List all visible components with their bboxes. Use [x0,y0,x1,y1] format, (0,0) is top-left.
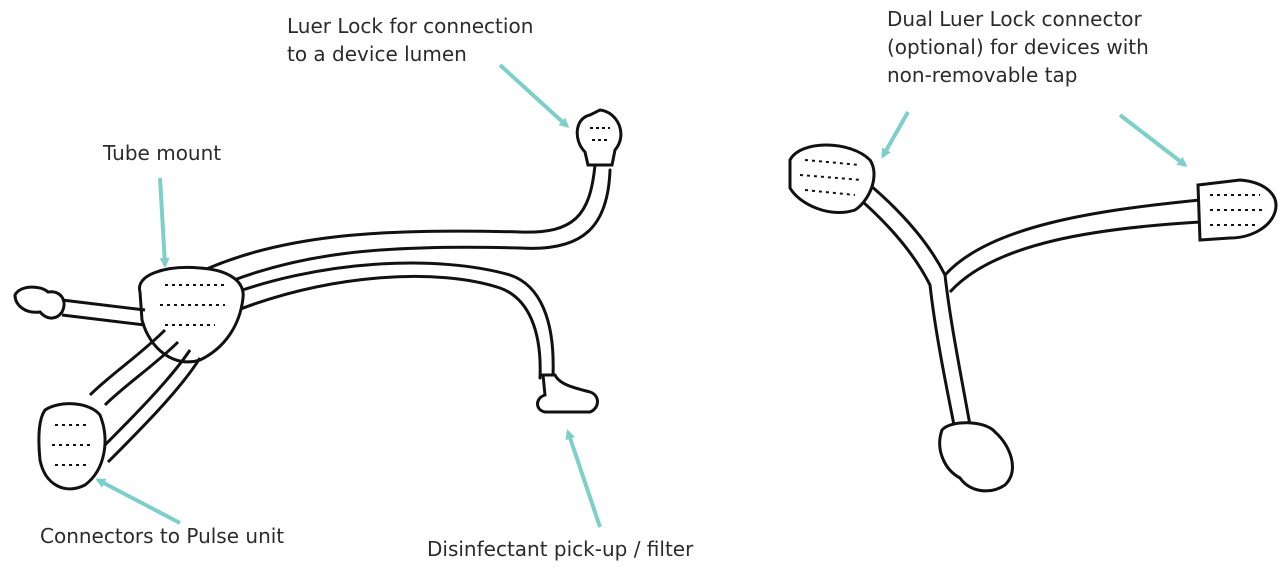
luer-lock-label-line2: to a device lumen [287,40,533,68]
tube-mount-label: Tube mount [103,139,221,167]
arrows [98,65,1185,527]
arrow-luer-lock [500,65,567,126]
luer-lock-label: Luer Lock for connection to a device lum… [287,12,533,68]
pickup-filter [538,375,598,412]
arrow-connectors [98,480,180,523]
arrow-dual-right [1120,115,1185,165]
dual-luer-label-line1: Dual Luer Lock connector [887,5,1149,33]
dual-luer-label: Dual Luer Lock connector (optional) for … [887,5,1149,89]
connectors-label: Connectors to Pulse unit [40,522,284,550]
y-connector-tubes [855,185,1200,430]
arrow-pickup [568,432,600,527]
connector-stub [15,287,145,325]
dual-luer-label-line2: (optional) for devices with [887,33,1149,61]
dual-luer-lock-left [790,145,874,212]
arrow-dual-left [883,112,908,156]
y-bottom-connector [940,423,1013,491]
luer-lock-top [577,110,621,165]
tube-mount [139,267,243,361]
dual-luer-lock-right [1198,180,1276,240]
main-tube [200,165,610,292]
pulse-connector [39,404,105,489]
arrow-tube-mount [160,178,165,265]
pickup-label: Disinfectant pick-up / filter [427,535,693,563]
dual-luer-label-line3: non-removable tap [887,61,1149,89]
pickup-tube [215,263,553,378]
luer-lock-label-line1: Luer Lock for connection [287,12,533,40]
